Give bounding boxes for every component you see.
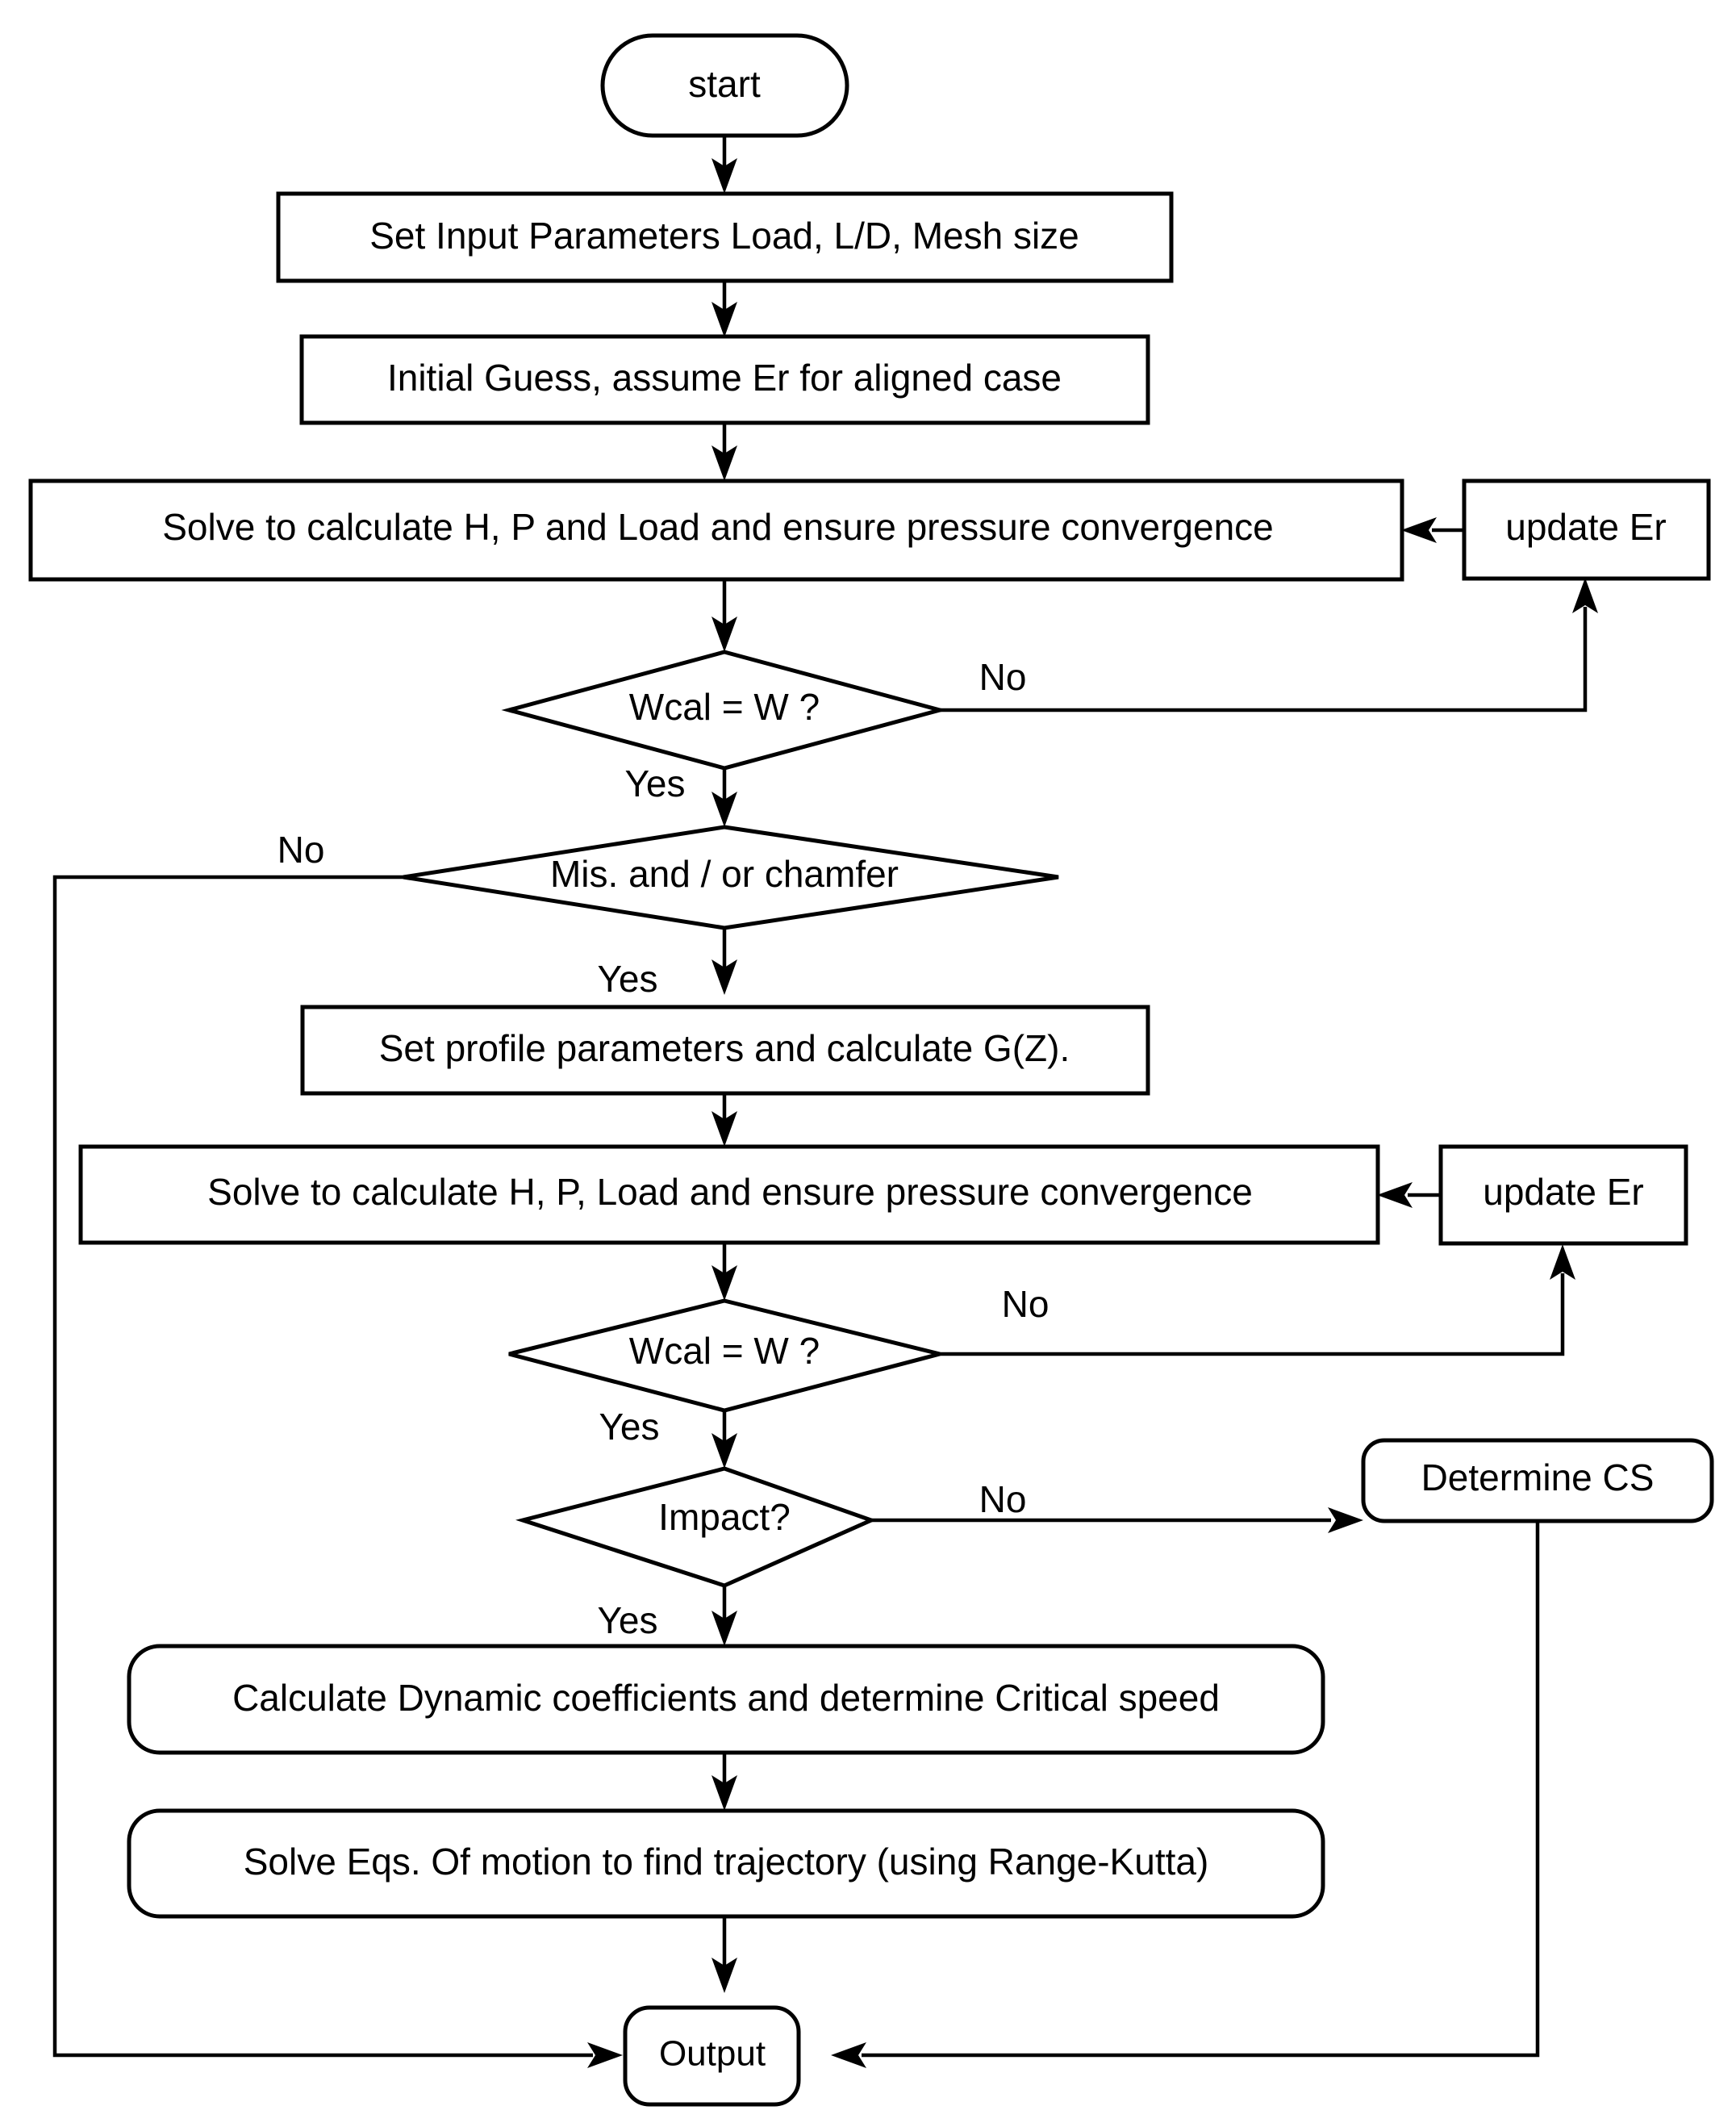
edge-impact-no-to-determine-cs <box>871 1507 1363 1533</box>
node-solve-calculate-1[interactable]: Solve to calculate H, P and Load and ens… <box>28 478 1404 582</box>
edge-label-impact-yes: Yes <box>597 1599 657 1641</box>
node-output[interactable]: Output <box>623 2005 801 2107</box>
edge-initial-guess-to-solve1 <box>712 423 737 481</box>
node-set-input-parameters[interactable]: Set Input Parameters Load, L/D, Mesh siz… <box>276 191 1174 283</box>
node-determine-cs[interactable]: Determine CS <box>1361 1438 1714 1523</box>
node-update-er-2-label: update Er <box>1483 1171 1643 1213</box>
edge-update-er2-to-solve2 <box>1377 1182 1440 1208</box>
edge-wcal1-yes-to-mis-chamfer <box>712 768 737 827</box>
node-solve-equations-of-motion[interactable]: Solve Eqs. Of motion to find trajectory … <box>127 1808 1325 1919</box>
edge-mis-chamfer-yes-to-set-profile <box>712 928 737 995</box>
node-initial-guess-label: Initial Guess, assume Er for aligned cas… <box>387 357 1062 399</box>
node-calculate-dynamic-coefficients[interactable]: Calculate Dynamic coefficients and deter… <box>127 1644 1325 1755</box>
edge-solve1-to-wcal1 <box>712 579 737 652</box>
node-output-label: Output <box>659 2034 766 2074</box>
edge-impact-yes-to-calc-dynamic <box>712 1586 737 1646</box>
node-solve-calculate-2-label: Solve to calculate H, P, Load and ensure… <box>207 1171 1253 1213</box>
edge-calc-dynamic-to-solve-eqs <box>712 1753 737 1811</box>
edge-update-er1-to-solve1 <box>1401 517 1464 543</box>
node-set-profile-parameters[interactable]: Set profile parameters and calculate G(Z… <box>300 1005 1150 1096</box>
node-determine-cs-label: Determine CS <box>1421 1456 1655 1498</box>
node-solve-equations-of-motion-label: Solve Eqs. Of motion to find trajectory … <box>244 1841 1209 1883</box>
edge-solve-eqs-to-output <box>712 1916 737 1993</box>
node-decision-wcal-equals-w-1[interactable]: Wcal = W ? <box>501 650 948 771</box>
edge-set-profile-to-solve2 <box>712 1093 737 1147</box>
node-solve-calculate-1-label: Solve to calculate H, P and Load and ens… <box>162 506 1273 548</box>
edge-label-wcal1-no: No <box>979 656 1027 698</box>
edge-label-impact-no: No <box>979 1478 1027 1520</box>
edge-mis-chamfer-no-to-output <box>52 875 623 2068</box>
node-decision-mis-chamfer-label: Mis. and / or chamfer <box>550 853 899 895</box>
edge-start-to-set-input <box>712 136 737 194</box>
edge-label-wcal2-yes: Yes <box>599 1406 659 1448</box>
node-decision-impact-label: Impact? <box>658 1496 791 1538</box>
node-solve-calculate-2[interactable]: Solve to calculate H, P, Load and ensure… <box>78 1144 1380 1245</box>
node-calculate-dynamic-coefficients-label: Calculate Dynamic coefficients and deter… <box>232 1677 1220 1719</box>
node-decision-wcal-equals-w-1-label: Wcal = W ? <box>629 686 820 728</box>
edge-wcal1-no-to-update-er1 <box>940 578 1598 712</box>
node-decision-mis-chamfer[interactable]: Mis. and / or chamfer <box>403 825 1059 930</box>
node-start[interactable]: start <box>600 33 849 138</box>
edge-label-mis-yes: Yes <box>597 958 657 1000</box>
edge-wcal2-yes-to-impact <box>712 1410 737 1469</box>
node-update-er-1[interactable]: update Er <box>1462 478 1711 581</box>
node-decision-impact[interactable]: Impact? <box>515 1466 877 1588</box>
node-decision-wcal-equals-w-2[interactable]: Wcal = W ? <box>508 1298 941 1413</box>
edge-determine-cs-to-output <box>831 1507 1540 2068</box>
edge-wcal2-no-to-update-er2 <box>940 1244 1575 1356</box>
edge-label-wcal2-no: No <box>1002 1283 1050 1325</box>
node-update-er-1-label: update Er <box>1505 506 1666 548</box>
edge-label-wcal1-yes: Yes <box>624 763 685 804</box>
node-decision-wcal-equals-w-2-label: Wcal = W ? <box>629 1330 820 1372</box>
node-start-label: start <box>688 63 761 105</box>
edge-solve2-to-wcal2 <box>712 1243 737 1301</box>
edge-set-input-to-initial-guess <box>712 281 737 337</box>
node-update-er-2[interactable]: update Er <box>1438 1144 1688 1246</box>
node-initial-guess[interactable]: Initial Guess, assume Er for aligned cas… <box>299 334 1150 425</box>
edge-label-mis-no: No <box>278 829 325 871</box>
node-set-input-parameters-label: Set Input Parameters Load, L/D, Mesh siz… <box>369 215 1079 257</box>
node-set-profile-parameters-label: Set profile parameters and calculate G(Z… <box>379 1027 1070 1069</box>
